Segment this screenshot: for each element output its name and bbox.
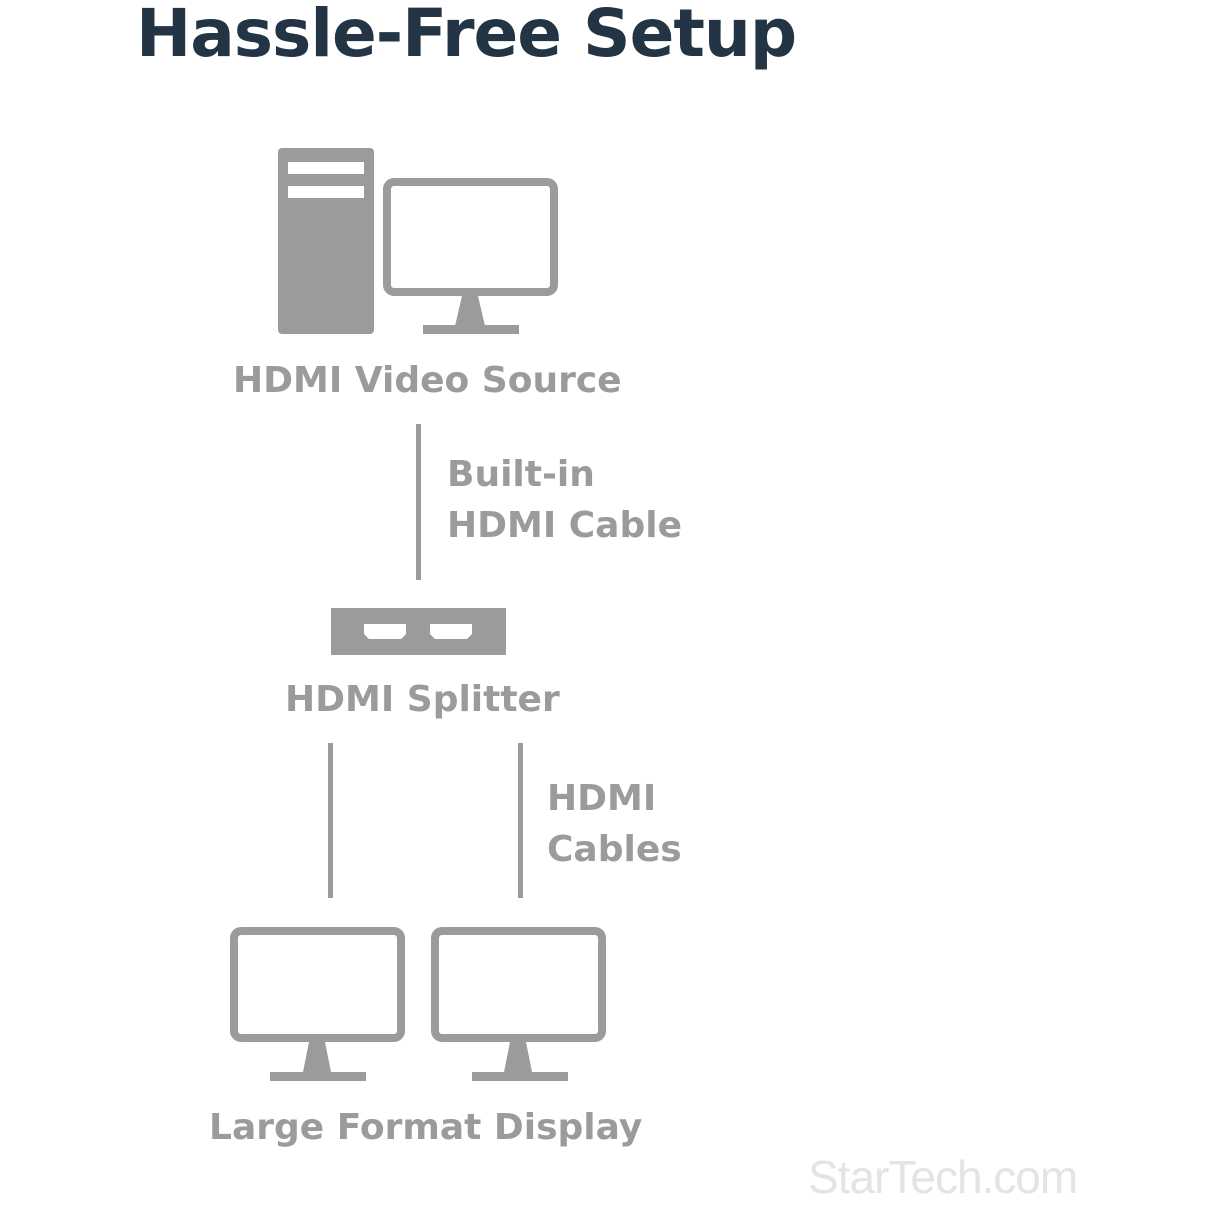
builtin-cable-label-line1: Built-in xyxy=(447,454,595,495)
builtin-cable-line xyxy=(416,424,421,580)
hdmi-cables-label: HDMI Cables xyxy=(547,773,682,875)
desktop-tower-icon xyxy=(278,148,374,334)
brand-watermark: StarTech.com xyxy=(808,1151,1078,1203)
builtin-cable-label: Built-in HDMI Cable xyxy=(447,449,682,551)
page-title: Hassle-Free Setup xyxy=(136,0,797,72)
monitor-icon xyxy=(230,927,405,1081)
hdmi-cables-label-line1: HDMI xyxy=(547,778,657,819)
splitter-label: HDMI Splitter xyxy=(285,679,560,720)
source-label: HDMI Video Source xyxy=(233,360,622,401)
hdmi-cable-line-left xyxy=(328,743,333,898)
builtin-cable-label-line2: HDMI Cable xyxy=(447,505,683,546)
hdmi-splitter-icon xyxy=(331,608,506,655)
displays-label: Large Format Display xyxy=(209,1107,643,1148)
hdmi-cable-line-right xyxy=(518,743,523,898)
hdmi-cables-label-line2: Cables xyxy=(547,829,682,870)
monitor-icon xyxy=(383,178,558,334)
monitor-icon xyxy=(431,927,606,1081)
